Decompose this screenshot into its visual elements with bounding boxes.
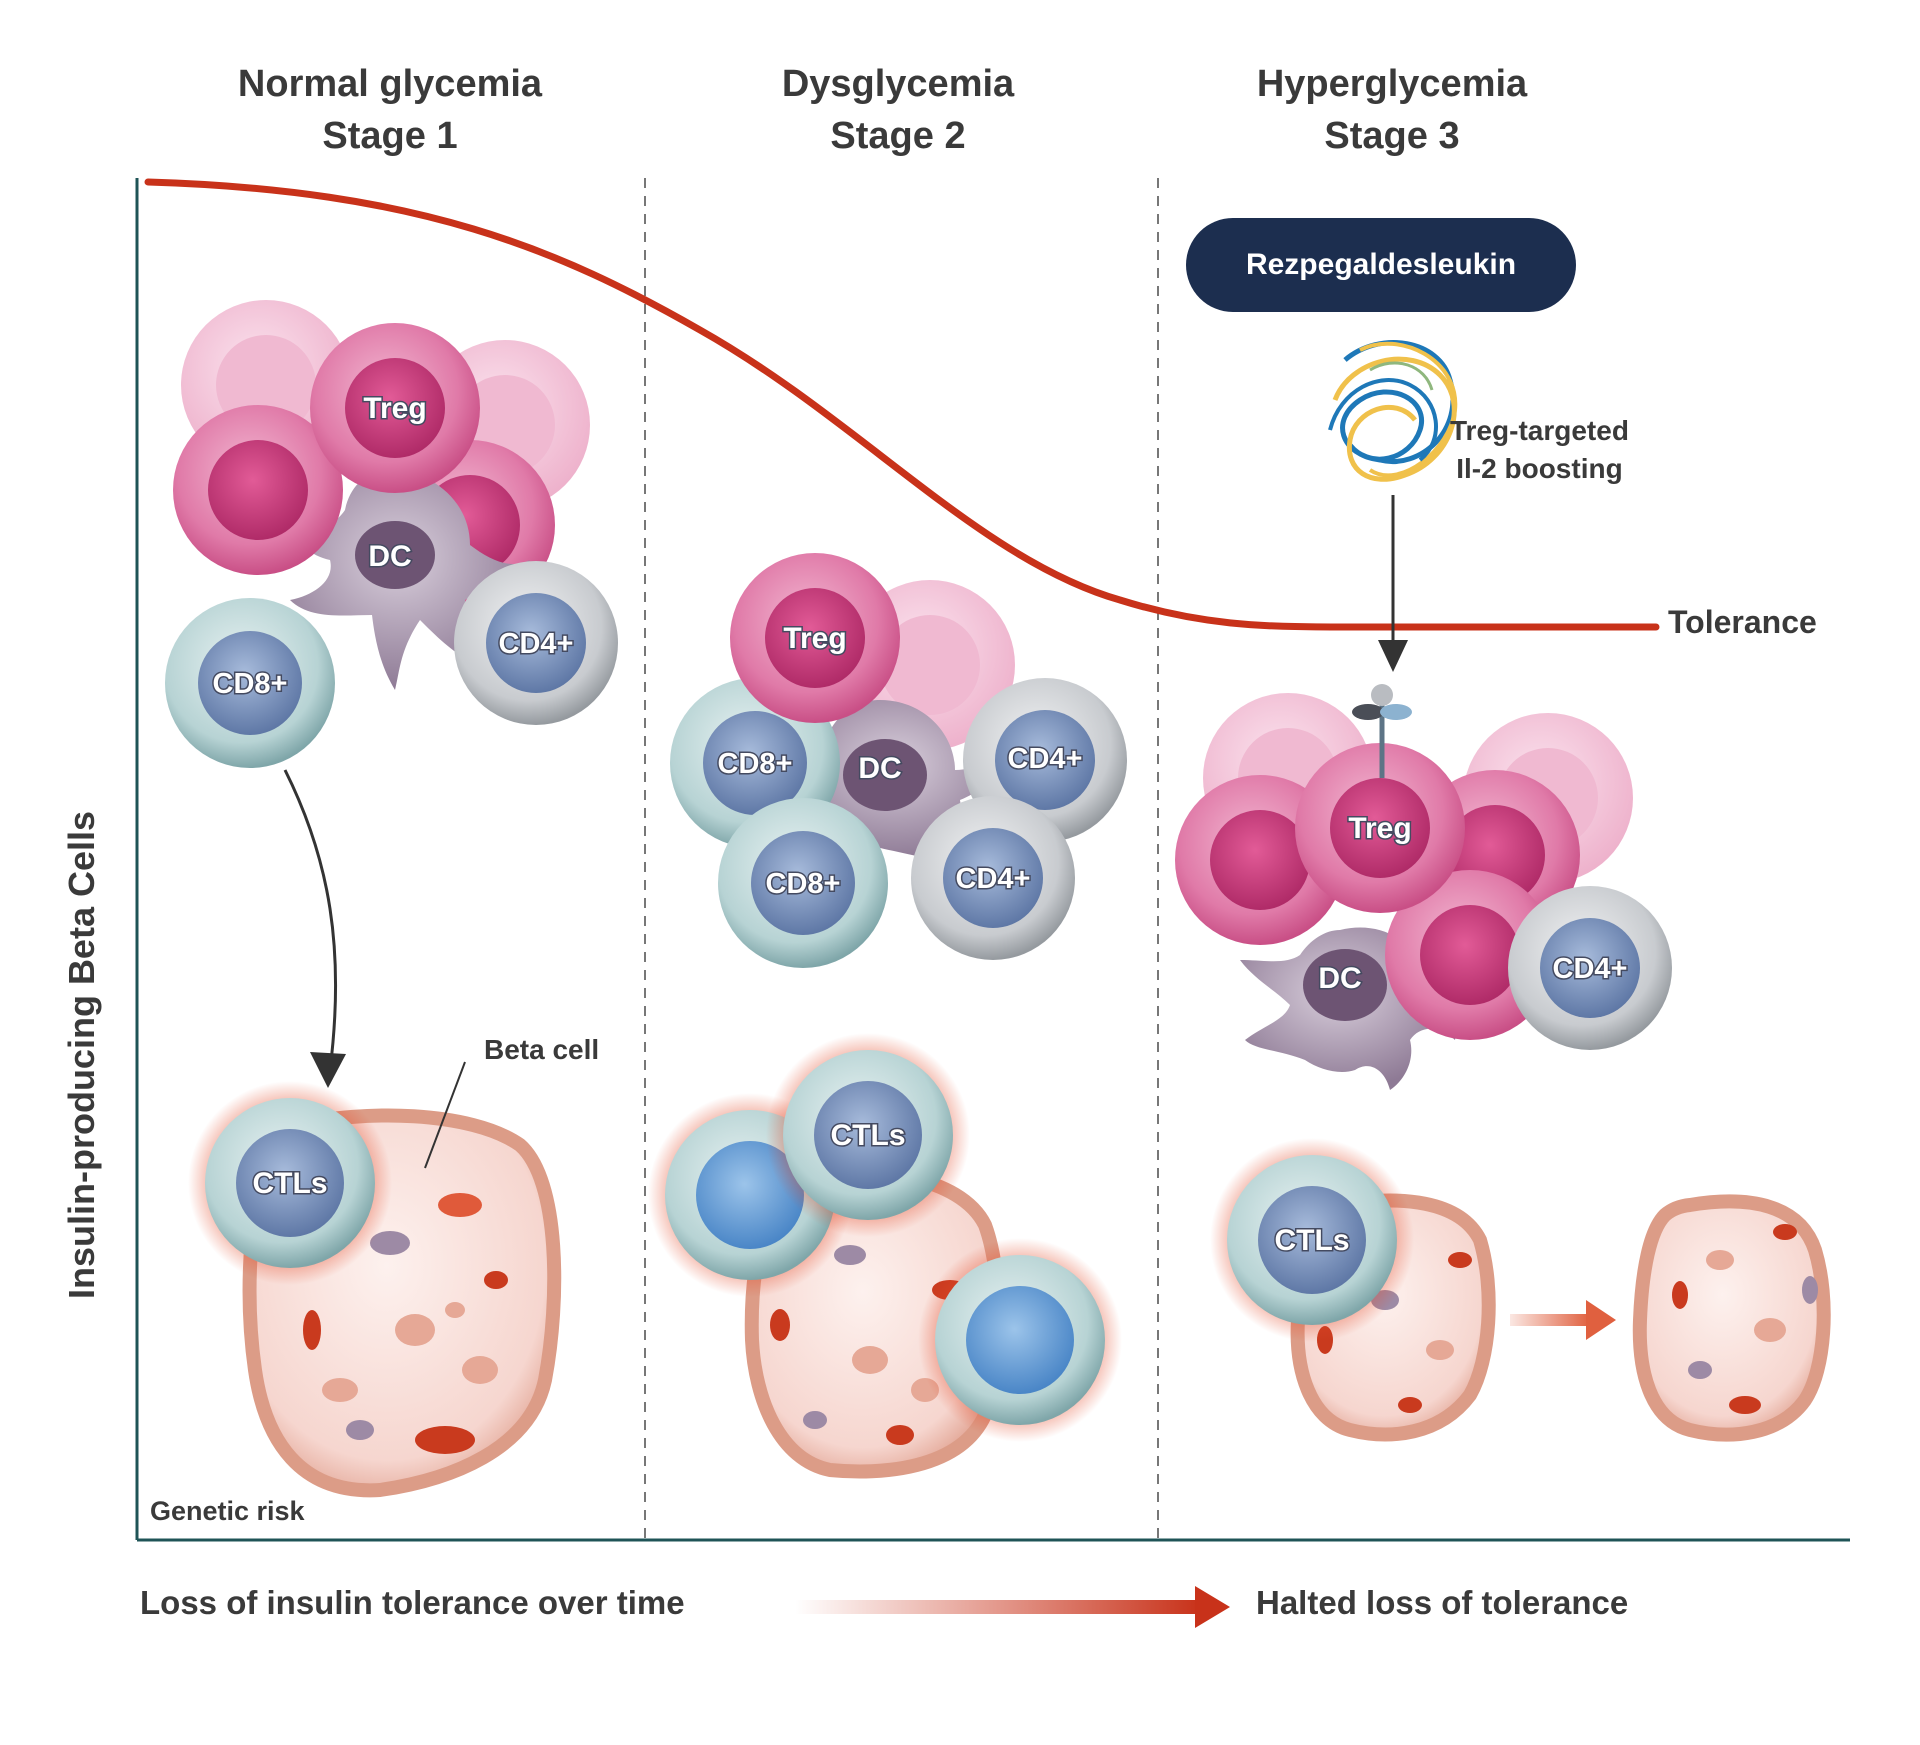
cd8-cell	[718, 798, 888, 968]
ctl-cell	[766, 1033, 970, 1237]
treg-label: Treg	[1348, 812, 1411, 845]
drug-name-badge: Rezpegaldesleukin	[1186, 218, 1576, 312]
treg-cell	[1385, 870, 1555, 1040]
stage-1-name: Normal glycemia	[237, 63, 543, 105]
beta-cell-label: Beta cell	[484, 1034, 600, 1065]
stage-2-title: Dysglycemia Stage 2	[688, 58, 1108, 162]
loss-of-tolerance-label: Loss of insulin tolerance over time	[140, 1584, 685, 1621]
stage-3-number: Stage 3	[1324, 115, 1460, 157]
cd8-cell	[165, 598, 335, 768]
ctls-label: CTLs	[1275, 1224, 1350, 1257]
cd4-cell	[1508, 886, 1672, 1050]
ctl-cell	[918, 1238, 1122, 1442]
il2-receptor-icon	[1352, 684, 1412, 778]
cd4-label: CD4+	[1008, 743, 1083, 775]
migration-arrow	[283, 769, 338, 1071]
cd8-label: CD8+	[718, 748, 793, 780]
drug-mechanism-line-2: Il-2 boosting	[1456, 453, 1623, 484]
drug-name: Rezpegaldesleukin	[1245, 248, 1517, 281]
migration-arrowhead	[310, 1052, 346, 1088]
islet-transition-arrowhead	[1586, 1300, 1616, 1340]
cd4-cell	[454, 561, 618, 725]
treg-label: Treg	[783, 622, 846, 655]
stage-1-cluster: Treg DC CD4+ CD8+	[165, 300, 618, 768]
genetic-risk-label: Genetic risk	[150, 1496, 305, 1526]
stage-1-number: Stage 1	[322, 115, 458, 157]
treg-cell	[1295, 743, 1465, 913]
ctl-cell	[188, 1081, 392, 1285]
bottom-arrowhead	[1195, 1586, 1230, 1628]
treg-cell	[310, 323, 480, 493]
dc-label: DC	[1318, 962, 1361, 995]
tolerance-curve	[144, 178, 1660, 631]
islet-preserved	[1632, 1194, 1831, 1442]
halted-loss-label: Halted loss of tolerance	[1256, 1584, 1629, 1621]
treg-cell	[730, 553, 900, 723]
dc-label: DC	[858, 752, 901, 785]
bottom-arrow-shaft	[795, 1600, 1200, 1614]
cd4-label: CD4+	[499, 628, 574, 660]
ctls-label: CTLs	[831, 1119, 906, 1152]
cd4-label: CD4+	[1553, 953, 1628, 985]
treg-cell	[173, 405, 343, 575]
stage-2-number: Stage 2	[830, 115, 966, 157]
dc-label: DC	[368, 540, 411, 573]
drug-arrowhead	[1378, 640, 1408, 672]
islet-transition-arrow	[1510, 1314, 1590, 1326]
cd8-label: CD8+	[766, 868, 841, 900]
stage-1-title: Normal glycemia Stage 1	[180, 58, 600, 162]
stage-3-title: Hyperglycemia Stage 3	[1182, 58, 1602, 162]
stage-3-cluster: Treg DC CD4+	[1175, 684, 1672, 1090]
stage-2-name: Dysglycemia	[781, 63, 1015, 105]
cd4-cell	[911, 796, 1075, 960]
cd4-label: CD4+	[956, 863, 1031, 895]
drug-mechanism: Treg-targeted Il-2 boosting	[1450, 412, 1629, 488]
drug-mechanism-line-1: Treg-targeted	[1450, 415, 1629, 446]
tolerance-label: Tolerance	[1668, 604, 1817, 640]
stage-3-name: Hyperglycemia	[1256, 63, 1528, 105]
cd8-label: CD8+	[213, 668, 288, 700]
il2-protein-icon	[1328, 340, 1458, 482]
ctl-cell	[1210, 1138, 1414, 1342]
treg-label: Treg	[363, 392, 426, 425]
beta-cell-pointer	[424, 1061, 466, 1169]
ctls-label: CTLs	[253, 1167, 328, 1200]
stage-2-cluster: Treg CD8+ DC CD4+ CD8+ CD4+	[670, 553, 1127, 968]
y-axis-label: Insulin-producing Beta Cells	[61, 810, 102, 1300]
